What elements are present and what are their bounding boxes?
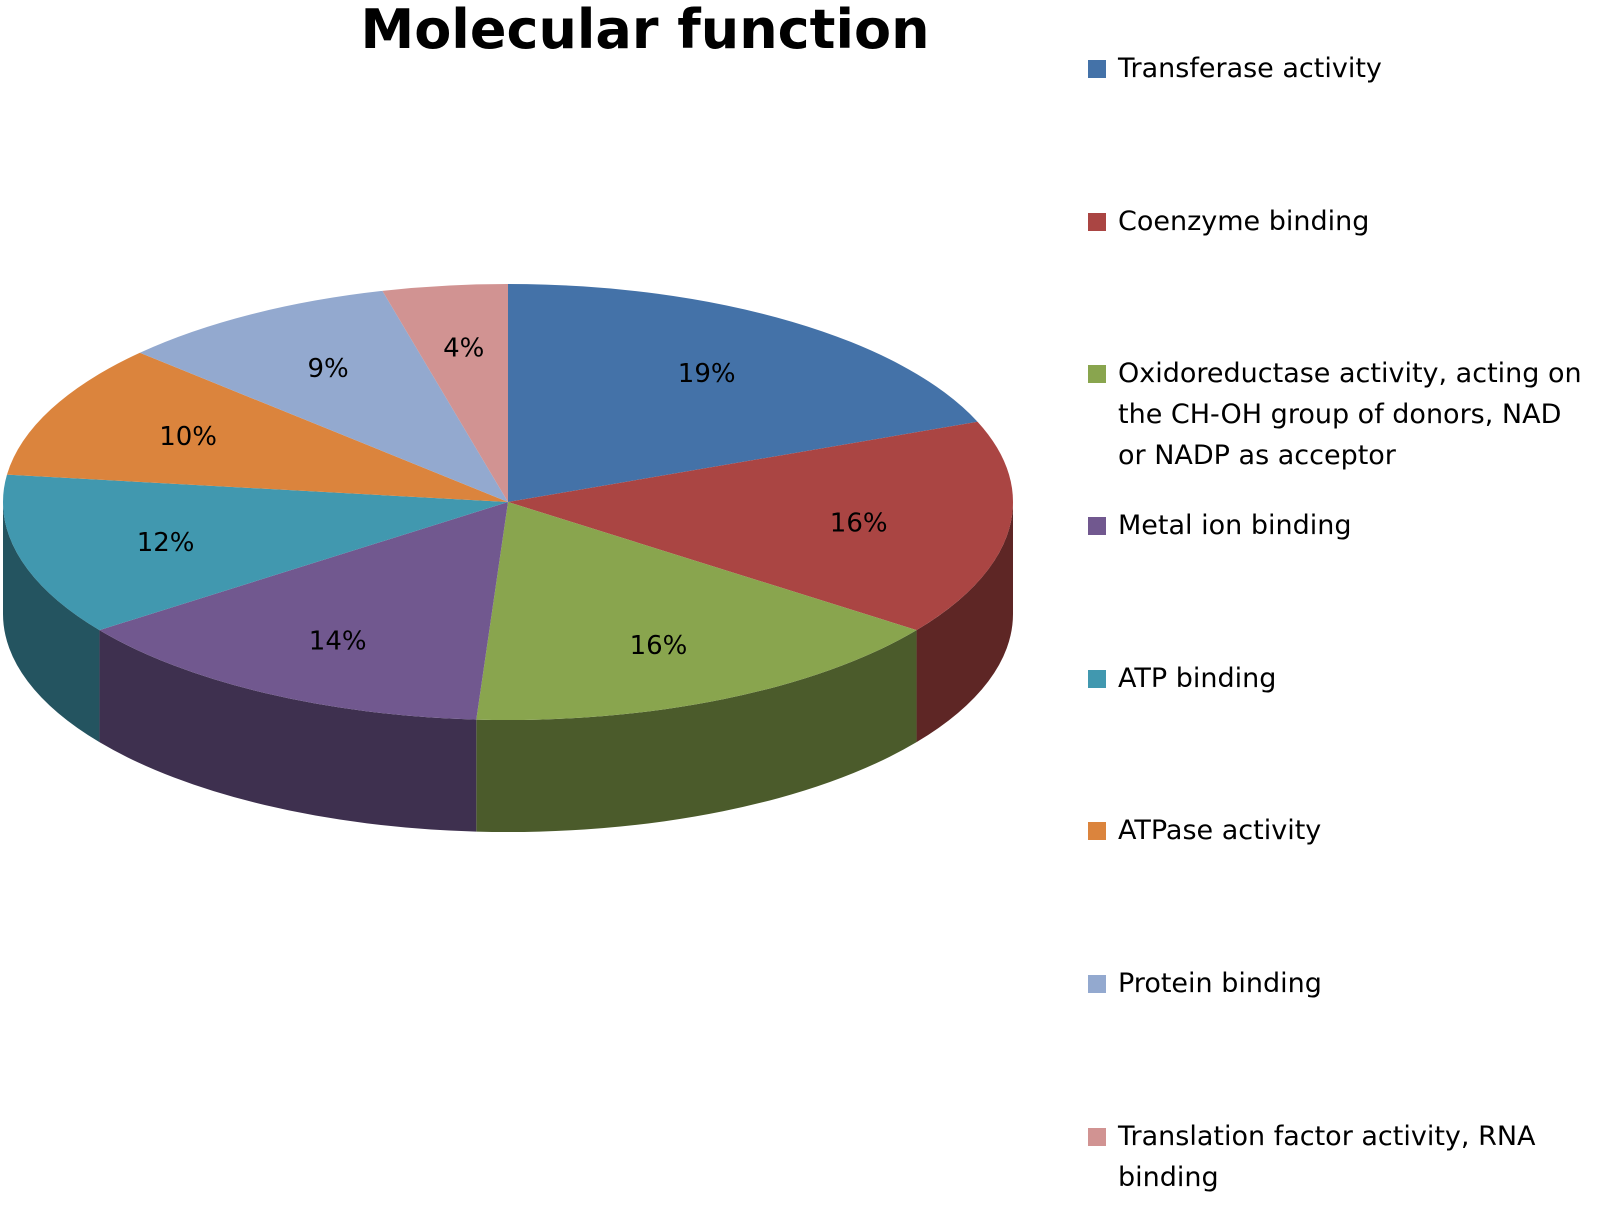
data-label-translation-factor-activity-rna-binding: 4%	[443, 333, 484, 363]
pie-slice-coenzyme-binding	[508, 421, 1014, 631]
legend-swatch-protein-binding	[1088, 975, 1106, 993]
data-label-oxidoreductase-activity-acting-on-the-ch-oh-group-of-donors-nad-or-nadp-as-acceptor: 16%	[630, 631, 688, 661]
pie-sides	[3, 502, 1013, 832]
pie-slice-atp-binding	[3, 474, 509, 631]
pie-slice-atpase-activity	[6, 352, 508, 502]
legend-label-translation-factor-activity-rna-binding: Translation factor activity, RNA binding	[1118, 1121, 1536, 1193]
legend-swatch-coenzyme-binding	[1088, 213, 1106, 231]
pie-side-atp-binding	[3, 502, 100, 743]
legend-item-atp-binding: ATP binding	[1088, 658, 1593, 699]
legend-label-metal-ion-binding: Metal ion binding	[1118, 510, 1352, 541]
legend-swatch-translation-factor-activity-rna-binding	[1088, 1128, 1106, 1146]
pie-side-oxidoreductase-activity-acting-on-the-ch-oh-group-of-donors-nad-or-nadp-as-acceptor	[476, 630, 917, 832]
legend-label-oxidoreductase-activity-acting-on-the-ch-oh-group-of-donors-nad-or-nadp-as-acceptor: Oxidoreductase activity, acting on the C…	[1118, 358, 1582, 471]
pie-chart: 19% 16% 16% 14% 12% 10% 9% 4%	[3, 284, 1014, 832]
legend-swatch-oxidoreductase-activity-acting-on-the-ch-oh-group-of-donors-nad-or-nadp-as-acceptor	[1088, 365, 1106, 383]
pie-slice-metal-ion-binding	[99, 502, 509, 720]
pie-slice-transferase-activity	[508, 284, 978, 502]
legend-item-oxidoreductase-activity-acting-on-the-ch-oh-group-of-donors-nad-or-nadp-as-acceptor: Oxidoreductase activity, acting on the C…	[1088, 353, 1593, 476]
legend-swatch-metal-ion-binding	[1088, 517, 1106, 535]
legend-item-transferase-activity: Transferase activity	[1088, 48, 1593, 89]
pie-slice-translation-factor-activity-rna-binding	[382, 284, 508, 502]
pie-side-coenzyme-binding	[916, 502, 1013, 743]
legend-label-coenzyme-binding: Coenzyme binding	[1118, 206, 1370, 237]
legend-label-atp-binding: ATP binding	[1118, 663, 1277, 694]
pie-slice-oxidoreductase-activity-acting-on-the-ch-oh-group-of-donors-nad-or-nadp-as-acceptor	[476, 502, 917, 720]
chart-title: Molecular function	[360, 0, 930, 61]
legend-swatch-transferase-activity	[1088, 60, 1106, 78]
legend-item-metal-ion-binding: Metal ion binding	[1088, 505, 1593, 546]
pie-tops	[3, 284, 1014, 720]
legend-label-transferase-activity: Transferase activity	[1118, 53, 1382, 84]
legend-item-coenzyme-binding: Coenzyme binding	[1088, 201, 1593, 242]
legend-swatch-atpase-activity	[1088, 822, 1106, 840]
pie-labels: 19% 16% 16% 14% 12% 10% 9% 4%	[137, 333, 888, 661]
legend-swatch-atp-binding	[1088, 670, 1106, 688]
data-label-transferase-activity: 19%	[678, 359, 736, 389]
data-label-atp-binding: 12%	[137, 528, 195, 558]
pie-slice-protein-binding	[139, 290, 508, 502]
legend-label-atpase-activity: ATPase activity	[1118, 815, 1322, 846]
data-label-coenzyme-binding: 16%	[830, 509, 888, 539]
legend-item-protein-binding: Protein binding	[1088, 963, 1593, 1004]
legend-item-translation-factor-activity-rna-binding: Translation factor activity, RNA binding	[1088, 1116, 1593, 1198]
pie-side-metal-ion-binding	[99, 630, 477, 832]
data-label-atpase-activity: 10%	[159, 422, 217, 452]
legend-label-protein-binding: Protein binding	[1118, 968, 1322, 999]
data-label-metal-ion-binding: 14%	[309, 627, 367, 657]
data-label-protein-binding: 9%	[307, 354, 348, 384]
legend-item-atpase-activity: ATPase activity	[1088, 810, 1593, 851]
